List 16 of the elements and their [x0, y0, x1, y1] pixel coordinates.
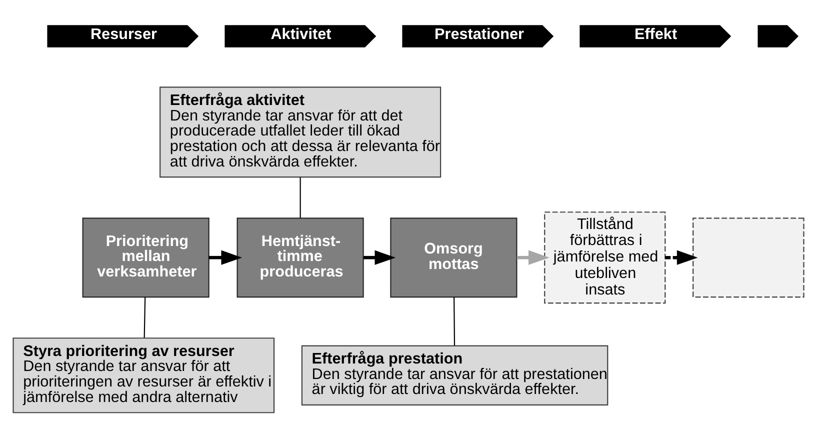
arrow	[516, 250, 550, 265]
arrow	[665, 250, 698, 265]
node-box: Omsorg mottas	[390, 218, 518, 298]
connector	[300, 177, 301, 218]
arrow	[208, 250, 242, 265]
node-box: Hemtjänst- timme produceras	[236, 218, 364, 298]
node-box: Efterfråga prestation Den styrande tar ansvar för att prestationen är viktig för att driva önskvärda effekter.	[301, 345, 608, 406]
node-box: Tillstånd förbättras i jämförelse med utebliven insats	[544, 212, 666, 304]
node-box: Efterfråga aktivitet Den styrande tar ansvar för att det producerade utfallet leder till ökad prestation och att dessa är relevanta för att driva önskvärda effekter.	[160, 86, 442, 178]
node-box: Styra prioritering av resurser Den styrande tar ansvar för att prioriteringen av resurser är effektiv i jämförelse med andra alternativ	[12, 338, 275, 414]
node-chevron	[758, 25, 798, 48]
node-box	[692, 218, 804, 298]
connector	[144, 297, 146, 338]
node-box: Prioritering mellan verksamheter	[82, 218, 210, 298]
arrow	[364, 250, 396, 265]
connector	[454, 297, 456, 346]
